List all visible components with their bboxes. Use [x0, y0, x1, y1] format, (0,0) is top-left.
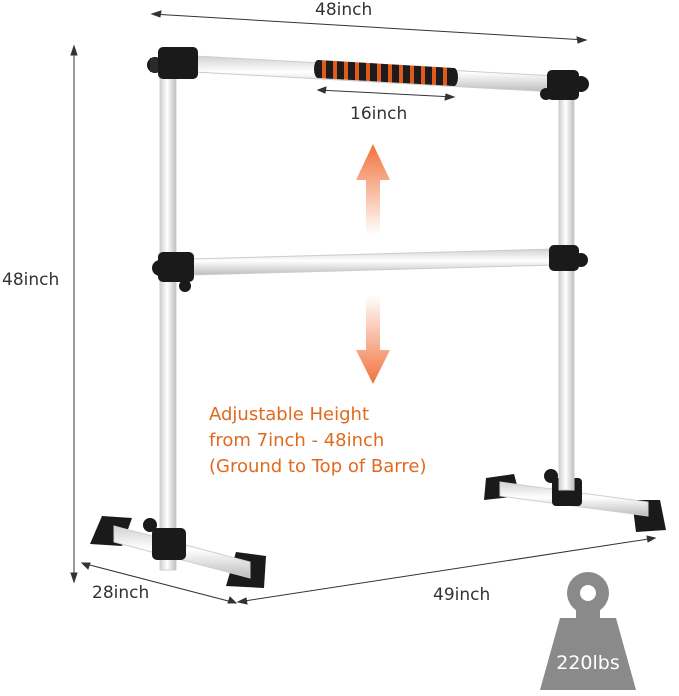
top-width-label: 48inch — [315, 0, 373, 20]
dimension-lines — [70, 10, 657, 605]
top-right-bracket — [540, 70, 589, 100]
left-upright — [159, 69, 177, 571]
height-double-arrow-icon — [356, 144, 390, 384]
kettlebell-weight-icon — [540, 572, 636, 690]
right-base — [484, 469, 666, 532]
height-label: 48inch — [2, 270, 60, 290]
note-line-2: from 7inch - 48inch — [209, 430, 385, 451]
base-width-label: 49inch — [433, 585, 491, 605]
mid-right-bracket — [549, 245, 588, 271]
top-left-bracket — [147, 47, 198, 79]
mid-left-bracket — [152, 252, 194, 292]
top-barre — [194, 55, 556, 93]
adjustable-height-note: Adjustable Height from 7inch - 48inch (G… — [209, 402, 426, 480]
left-base — [90, 516, 266, 588]
right-upright — [558, 79, 575, 491]
base-depth-label: 28inch — [92, 583, 150, 603]
weight-capacity-label: 220lbs — [556, 652, 620, 674]
lower-barre — [189, 248, 556, 276]
note-line-3: (Ground to Top of Barre) — [209, 456, 427, 477]
grip-length-label: 16inch — [350, 104, 408, 124]
note-line-1: Adjustable Height — [209, 404, 370, 425]
